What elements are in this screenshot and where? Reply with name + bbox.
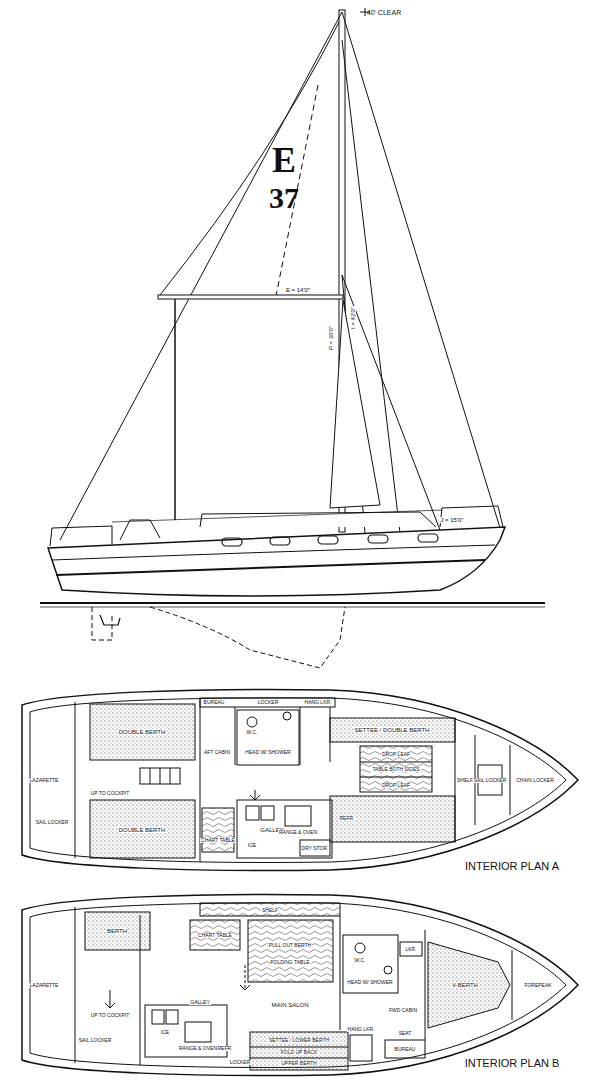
part-name: REFR. — [339, 816, 356, 821]
part-name: DROP LEAF — [381, 783, 411, 788]
part-name: ICE — [247, 843, 257, 848]
interior-plan-a — [22, 690, 578, 871]
part-name: BERTH — [106, 928, 128, 934]
interior-plan-b — [22, 895, 578, 1076]
part-name: FOREPEAK — [523, 983, 552, 988]
sail-plan — [40, 8, 545, 668]
part-name: DROP LEAF — [381, 752, 411, 757]
part-name: LOCKER — [257, 700, 280, 705]
part-name: TABLE BOTH SIDES — [371, 767, 420, 772]
part-name: CHART TABLE — [197, 933, 233, 938]
part-name: CHAIN LOCKER — [515, 778, 555, 783]
part-name: W.C. — [354, 958, 367, 963]
part-name: SETTEE / LOWER BERTH — [268, 1038, 330, 1043]
sail-number: 37 — [268, 183, 300, 213]
sail-insignia: E — [271, 142, 297, 178]
part-name: SAIL LOCKER — [78, 1038, 113, 1043]
part-name: HEAD W/ SHOWER — [244, 750, 291, 755]
part-name: BUREAU — [394, 1047, 417, 1052]
part-name: MAIN SALON — [270, 1002, 309, 1008]
dimension: J = 15'0" — [439, 517, 464, 523]
part-name: FOLDING TABLE — [270, 960, 311, 965]
dimension: P = 36'0" — [328, 325, 334, 351]
part-name: REFR. — [217, 1046, 234, 1051]
part-name: RANGE & OVEN — [278, 830, 318, 835]
part-name: UP TO COCKPIT — [90, 791, 131, 796]
part-name: SHELF — [261, 908, 279, 913]
part-name: SEAT — [398, 1031, 413, 1036]
part-name: PULL OUT BERTH — [268, 943, 312, 948]
plan-title: INTERIOR PLAN A — [464, 861, 560, 872]
part-name: SETTEE / DOUBLE BERTH — [354, 727, 431, 733]
part-name: GALLEY — [189, 1000, 210, 1005]
part-name: CHART TABLE — [200, 838, 236, 843]
part-name: UPPER BERTH — [280, 1061, 317, 1066]
dimension: E = 14'0" — [285, 287, 311, 293]
clearance-note: 40' CLEAR — [366, 9, 402, 16]
part-name: SHELF — [456, 778, 474, 783]
part-name: LOCKER — [229, 1060, 252, 1065]
part-name: HANG LKR. — [347, 1027, 376, 1032]
part-name: W.C. — [246, 730, 259, 735]
part-name: V-BERTH — [451, 982, 479, 988]
part-name: DRY STOR. — [301, 846, 330, 851]
part-name: HEAD W/ SHOWER — [346, 980, 393, 985]
dimension: I = 42'0" — [350, 306, 356, 330]
part-name: ICE — [160, 1030, 170, 1035]
part-name: FWD CABIN — [388, 1008, 418, 1013]
part-name: DOUBLE BERTH — [118, 729, 167, 735]
part-name: UP TO COCKPIT — [90, 1013, 131, 1018]
part-name: FOLD UP BACK — [280, 1050, 319, 1055]
part-name: AFT CABIN — [203, 750, 231, 755]
part-name: SAIL LOCKER — [473, 778, 508, 783]
part-name: HANG LKR. — [304, 700, 333, 705]
part-name: RANGE & OVEN — [178, 1046, 218, 1051]
part-name: SAIL LOCKER — [35, 820, 70, 825]
part-name: DOUBLE BERTH — [118, 827, 167, 833]
part-name: LAZARETTE — [29, 983, 60, 988]
part-name: LKR. — [404, 947, 417, 952]
part-name: LAZARETTE — [29, 778, 60, 783]
part-name: BUREAU — [203, 700, 226, 705]
plan-title: INTERIOR PLAN B — [464, 1058, 561, 1069]
